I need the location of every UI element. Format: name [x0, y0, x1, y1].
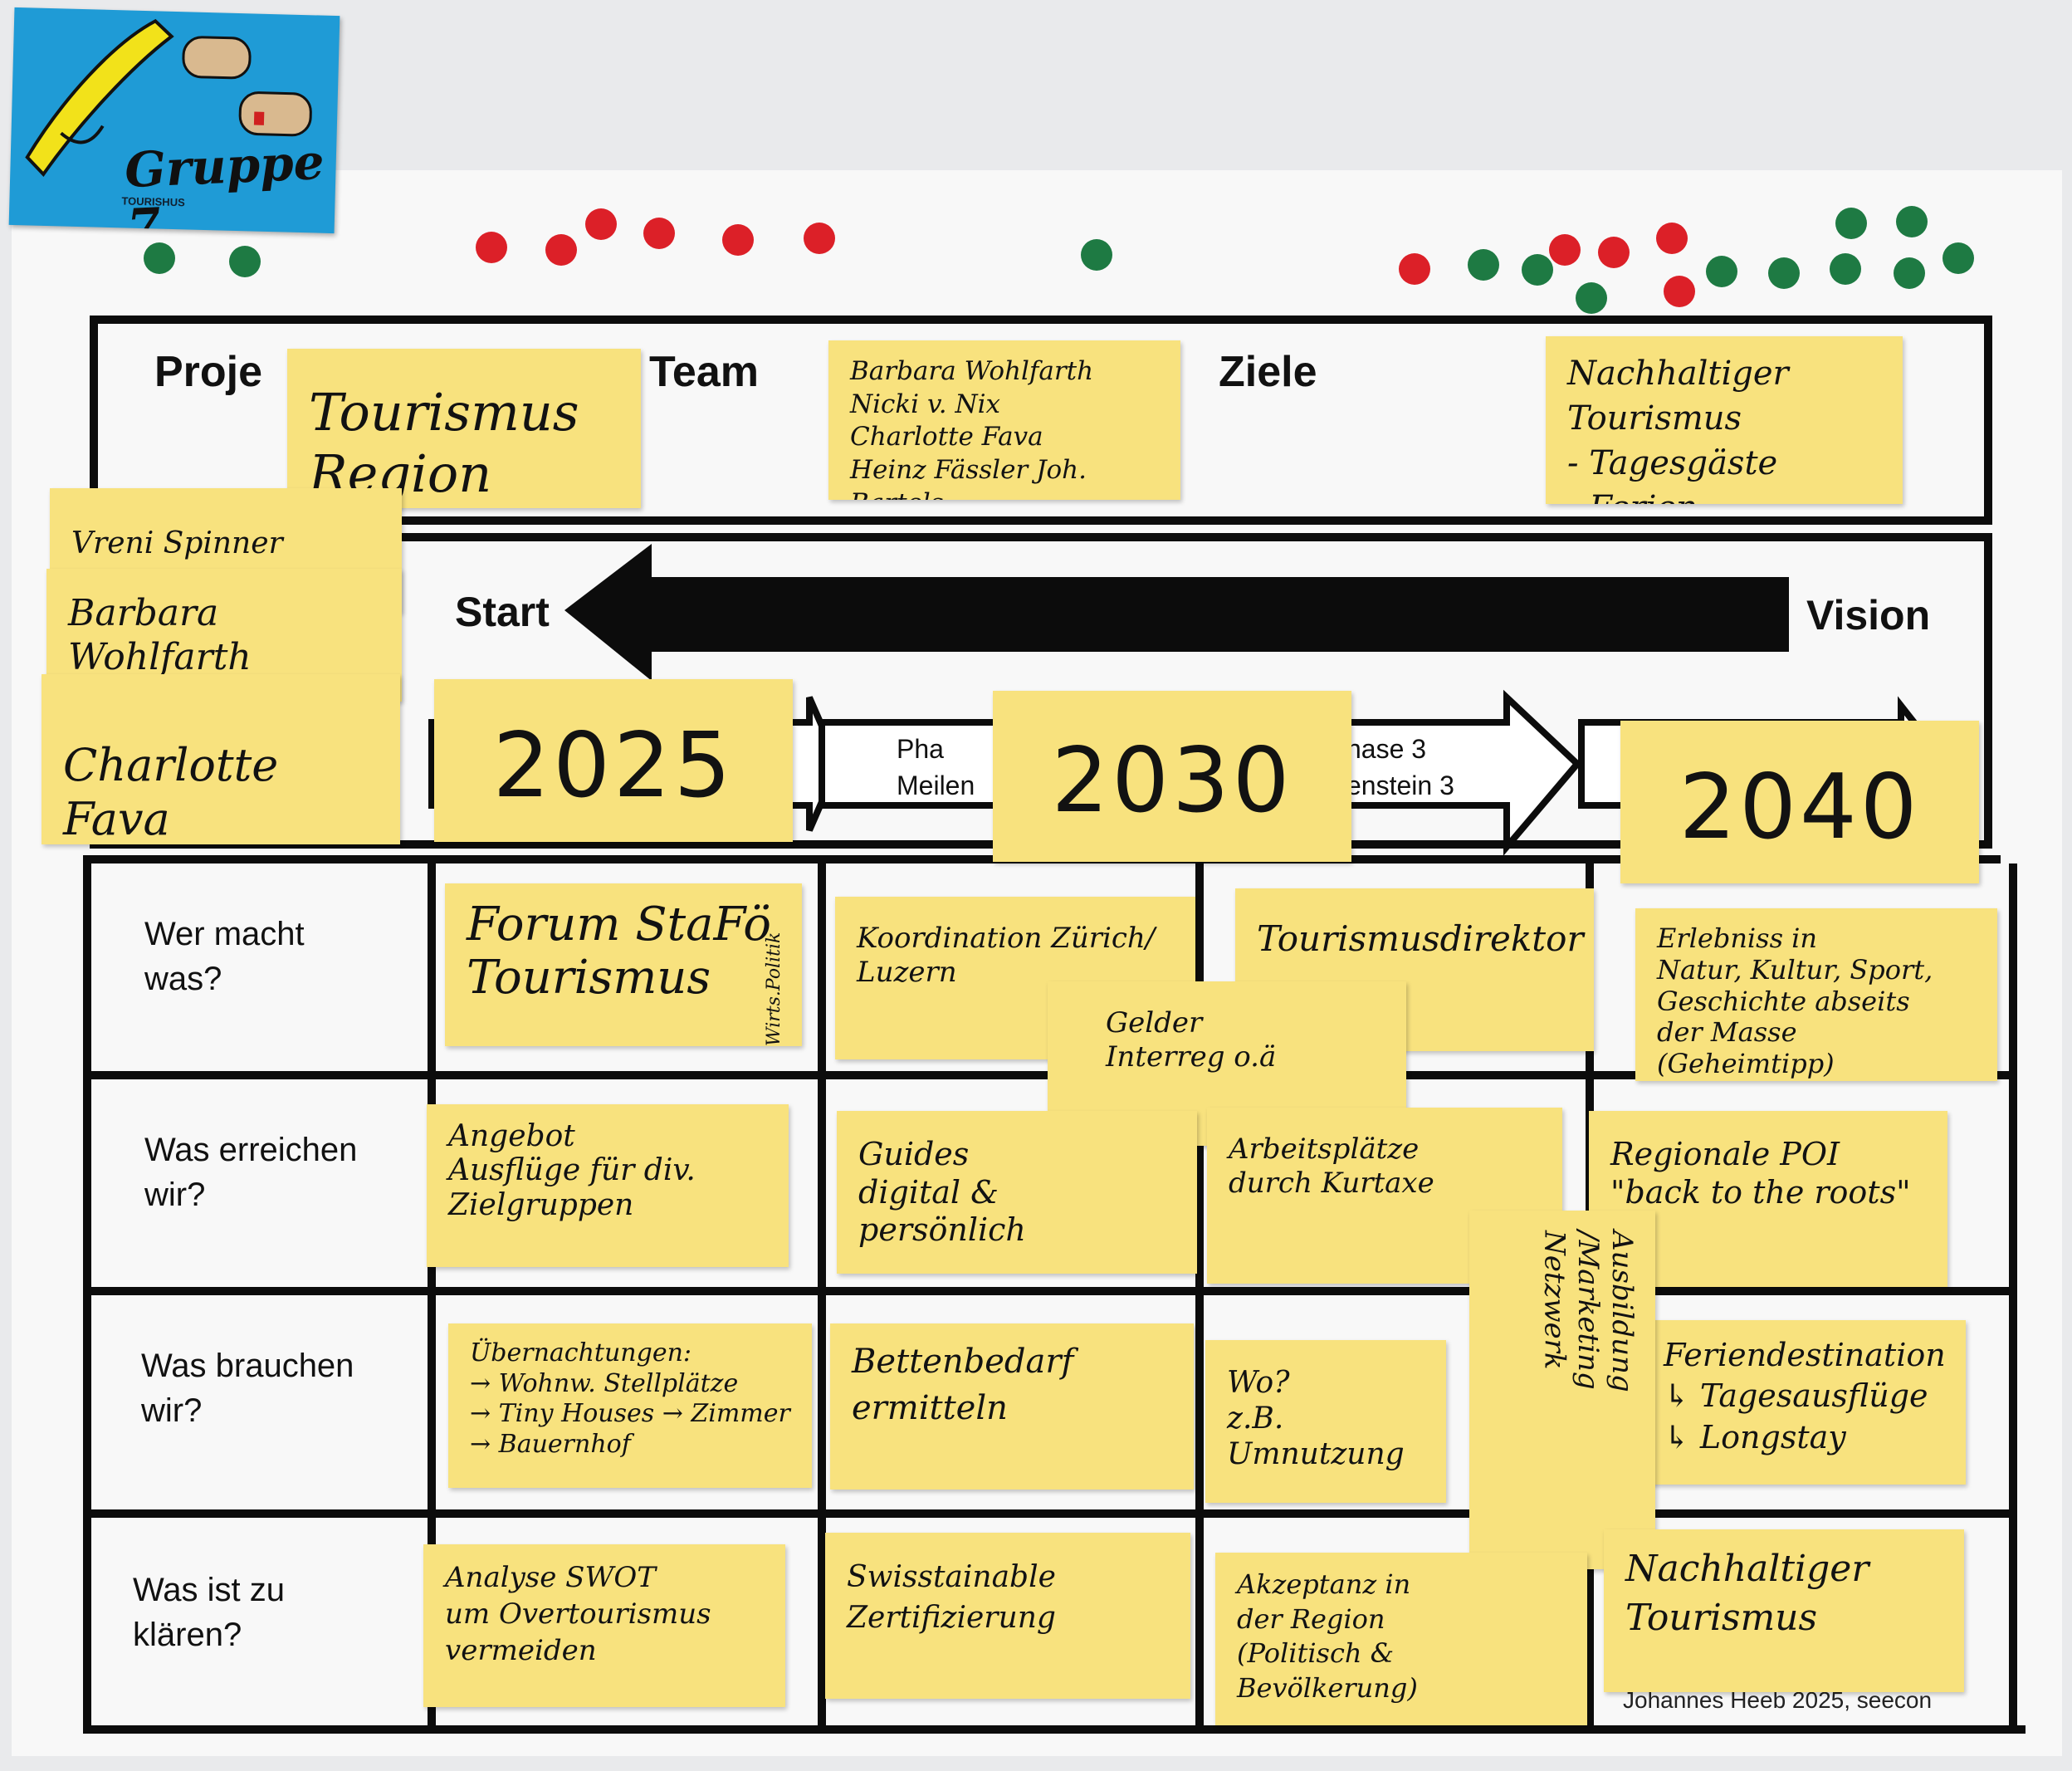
red-dot	[545, 234, 577, 266]
green-dot	[1468, 249, 1499, 281]
note-need-4: Feriendestination ↳ Tagesausflüge ↳ Long…	[1642, 1320, 1966, 1485]
red-dot	[1399, 253, 1430, 285]
green-dot	[144, 242, 175, 274]
red-dot	[585, 208, 617, 240]
note-project: Tourismus Region	[287, 349, 641, 508]
group-card-subtitle: TOURISHUS	[121, 194, 185, 209]
note-need-3: Wo? z.B. Umnutzung	[1205, 1340, 1446, 1503]
note-year-2025: 2025	[434, 679, 793, 842]
green-dot	[1768, 257, 1800, 289]
red-dot	[643, 218, 675, 249]
note-clarify-2: Swisstainable Zertifizierung	[825, 1533, 1190, 1699]
grid-line	[83, 855, 91, 1734]
note-who-1-side: Wirts.Politik	[764, 932, 784, 1046]
note-need-2: Bettenbedarf ermitteln	[830, 1323, 1194, 1490]
note-clarify-4: Nachhaltiger Tourismus	[1604, 1529, 1964, 1692]
red-dot	[722, 224, 754, 256]
grid-line	[2009, 863, 2017, 1734]
note-achieve-1: Angebot Ausflüge für div. Zielgruppen	[427, 1104, 789, 1267]
green-dot	[1896, 206, 1928, 237]
red-dot	[1598, 237, 1630, 268]
green-dot	[1830, 253, 1861, 285]
phase3-line2: enstein 3	[1346, 771, 1454, 800]
grid-line	[83, 1287, 2009, 1295]
green-dot	[1942, 242, 1974, 274]
row-label-who: Wer macht was?	[144, 916, 305, 997]
green-dot	[229, 246, 261, 277]
note-training-marketing: Ausbildung /Marketing Netzwerk	[1469, 1211, 1655, 1569]
green-dot	[1576, 282, 1607, 314]
red-dot	[1656, 223, 1688, 254]
grid-line	[83, 1071, 2009, 1079]
note-need-1: Übernachtungen: → Wohnw. Stellplätze → T…	[448, 1323, 812, 1488]
grid-line	[1195, 863, 1204, 1734]
note-team: Barbara Wohlfarth Nicki v. Nix Charlotte…	[828, 340, 1180, 500]
green-dot	[1081, 239, 1112, 271]
red-dot	[1549, 234, 1581, 266]
note-goals: Nachhaltiger Tourismus - Tagesgäste - Fe…	[1546, 336, 1903, 504]
row-label-clarify: Was ist zu klären?	[133, 1572, 285, 1653]
grid-line	[83, 1725, 2026, 1734]
note-who-4: Erlebniss in Natur, Kultur, Sport, Gesch…	[1635, 908, 1997, 1081]
note-year-2040: 2040	[1620, 721, 1979, 883]
green-dot	[1706, 256, 1737, 287]
phase2-text: Pha Meilen	[897, 731, 1013, 804]
phase2-line1: Pha	[897, 734, 944, 764]
red-dot	[804, 223, 835, 254]
note-achieve-2: Guides digital & persönlich	[837, 1111, 1197, 1274]
grid-line	[818, 863, 826, 1734]
phase3-line1: nase 3	[1346, 734, 1427, 764]
grid-line	[428, 863, 436, 1734]
note-who-1: Forum StaFö Tourismus	[445, 883, 802, 1046]
team-label: Team	[649, 348, 759, 396]
green-dot	[1522, 254, 1553, 286]
red-dot	[1664, 276, 1695, 307]
grid-line	[83, 1509, 2017, 1518]
green-dot	[1835, 208, 1867, 239]
red-dot	[476, 232, 507, 263]
vision-label: Vision	[1806, 592, 1931, 638]
train-drawing-icon	[25, 18, 312, 178]
note-year-2030: 2030	[993, 691, 1351, 862]
start-label: Start	[455, 589, 550, 635]
row-label-achieve: Was erreichen wir?	[144, 1132, 358, 1213]
group-card: Gruppe 7 TOURISHUS	[8, 7, 340, 234]
note-clarify-3: Akzeptanz in der Region (Politisch & Bev…	[1215, 1553, 1587, 1725]
note-name-3: Charlotte Fava	[42, 674, 400, 844]
row-label-need: Was brauchen wir?	[141, 1348, 354, 1429]
phase2-line2: Meilen	[897, 771, 975, 800]
green-dot	[1894, 257, 1925, 289]
group-card-title: Gruppe 7	[123, 133, 325, 234]
header-frame	[90, 316, 1992, 525]
timeline-arrow-icon	[564, 544, 1789, 681]
note-clarify-1: Analyse SWOT um Overtourismus vermeiden	[423, 1544, 785, 1707]
goals-label: Ziele	[1219, 348, 1317, 396]
phase3-text: nase 3 enstein 3	[1346, 731, 1496, 804]
project-label: Proje	[154, 348, 263, 396]
